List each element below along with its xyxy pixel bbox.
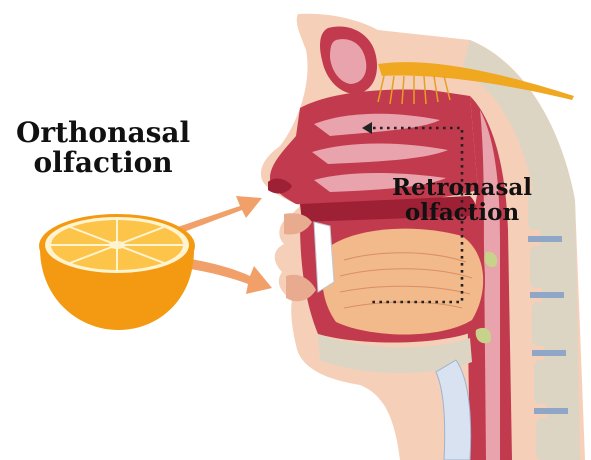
- tongue: [322, 229, 483, 335]
- retronasal-label-line1: Retronasal: [392, 176, 532, 201]
- retronasal-label: Retronasal olfaction: [392, 176, 532, 226]
- orthonasal-label-line2: olfaction: [16, 148, 190, 178]
- orthonasal-label: Orthonasal olfaction: [16, 118, 190, 178]
- half-orange-icon: [39, 214, 195, 330]
- head-cross-section-icon: [261, 14, 585, 460]
- orange-core: [109, 241, 125, 249]
- retronasal-label-line2: olfaction: [392, 201, 532, 226]
- orthonasal-label-line1: Orthonasal: [16, 118, 190, 148]
